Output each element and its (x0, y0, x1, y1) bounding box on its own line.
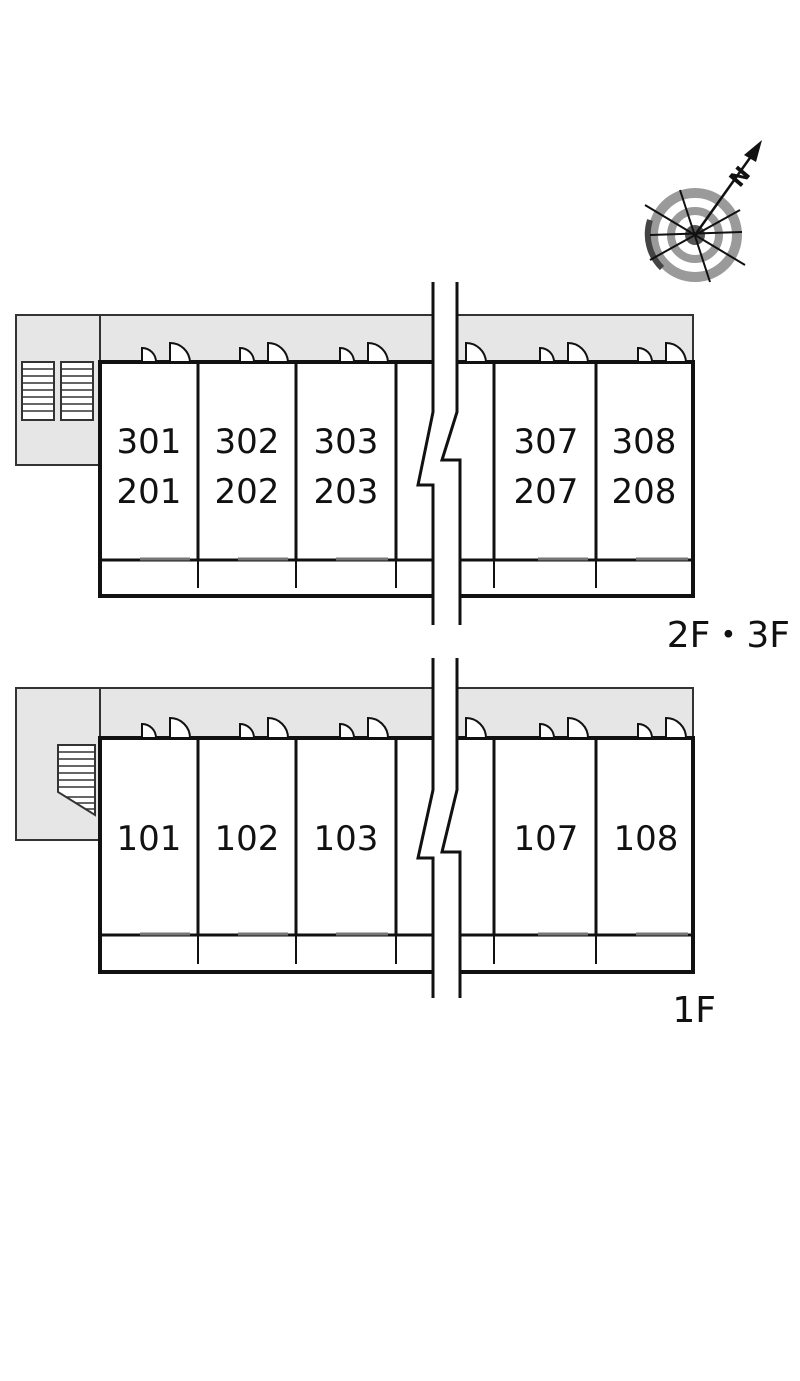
staircase-icon (21, 361, 94, 421)
room-number: 107 (514, 819, 579, 859)
floor-label: 1F (672, 990, 716, 1031)
staircase-icon (57, 744, 96, 817)
compass-rose-icon: N (644, 140, 762, 283)
room-number: 302 (215, 422, 280, 462)
corridor (15, 314, 694, 364)
room-number: 303 (314, 422, 379, 462)
room-number: 203 (314, 472, 379, 512)
lower-room-labels: 101 102 103 107 108 (117, 819, 679, 859)
room-number: 207 (514, 472, 579, 512)
break-mark (416, 658, 462, 998)
upper-floor-plan: 301 201 302 202 303 203 307 207 308 208 … (15, 282, 790, 656)
door-icons (141, 716, 688, 739)
room-number: 308 (612, 422, 677, 462)
corridor (15, 687, 694, 739)
room-number: 201 (117, 472, 182, 512)
room-number: 301 (117, 422, 182, 462)
room-number: 108 (614, 819, 679, 859)
room-number: 102 (215, 819, 280, 859)
break-mark (416, 282, 462, 625)
room-number: 101 (117, 819, 182, 859)
room-number: 208 (612, 472, 677, 512)
room-number: 103 (314, 819, 379, 859)
first-floor-plan: 101 102 103 107 108 1F (15, 658, 716, 1031)
room-number: 202 (215, 472, 280, 512)
room-number: 307 (514, 422, 579, 462)
upper-room-labels: 301 201 302 202 303 203 307 207 308 208 (117, 422, 677, 512)
door-icons (141, 341, 688, 363)
floor-label: 2F・3F (667, 615, 790, 656)
